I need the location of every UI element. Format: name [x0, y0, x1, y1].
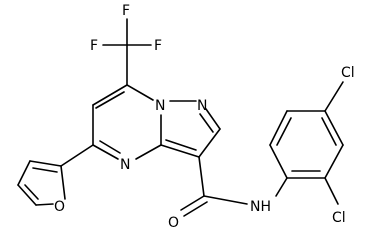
- atom-n-pyrimidine: N: [120, 157, 130, 173]
- bond-n-aryl: [275, 177, 288, 197]
- atom-n-pyrazole: N: [197, 98, 207, 114]
- atom-cl-ortho: Cl: [332, 210, 346, 226]
- bond-c7-c6-inner: [95, 91, 125, 109]
- bond-camide-n: [203, 195, 248, 205]
- bond-p6-cl: [324, 177, 339, 205]
- bond-p2-p3: [269, 110, 288, 146]
- bond-c3-camide: [198, 156, 205, 197]
- bond-fd-o: [35, 203, 54, 206]
- bond-p1-p2: [269, 144, 288, 179]
- atom-o-furan: O: [54, 199, 65, 215]
- bond-n1-c2: [205, 108, 221, 130]
- bond-p5-p6: [324, 144, 344, 179]
- atom-cl-para: Cl: [341, 65, 355, 81]
- atom-n-bridge: N: [155, 98, 165, 114]
- bond-p4-p5: [324, 110, 344, 146]
- bond-p2-p3-inner: [276, 117, 292, 146]
- bond-n7a-c7: [126, 84, 154, 101]
- bond-c7-c6: [92, 84, 128, 106]
- atom-f-left: F: [90, 38, 98, 54]
- bond-c3-c3a: [160, 144, 200, 158]
- bond-c5-n4: [92, 144, 119, 160]
- bond-o-fa: [60, 165, 66, 200]
- bond-p4-p5-inner: [321, 117, 337, 146]
- bond-c2-c3: [198, 128, 221, 158]
- bond-c3-c3a-inner: [165, 139, 197, 151]
- bond-n4-c3a: [135, 144, 162, 160]
- bond-fa-fb-inner: [32, 167, 58, 173]
- bond-camide-o-2: [183, 201, 208, 217]
- bond-fc-fd: [17, 184, 37, 206]
- bond-fc-fd-inner: [24, 184, 39, 200]
- bond-fa-fb: [29, 160, 62, 167]
- atom-f-right: F: [154, 38, 162, 54]
- atom-nh-amide: NH: [250, 199, 271, 215]
- bond-c5-n4-inner: [99, 140, 121, 154]
- bond-n1-c2-inner: [199, 113, 214, 133]
- bond-c5-furan: [60, 144, 94, 167]
- bond-p4-cl: [324, 81, 344, 112]
- atom-o-carbonyl: O: [168, 215, 179, 231]
- atom-f-top: F: [122, 3, 130, 19]
- bond-camide-o: [180, 195, 205, 211]
- bond-fb-fc: [17, 160, 31, 186]
